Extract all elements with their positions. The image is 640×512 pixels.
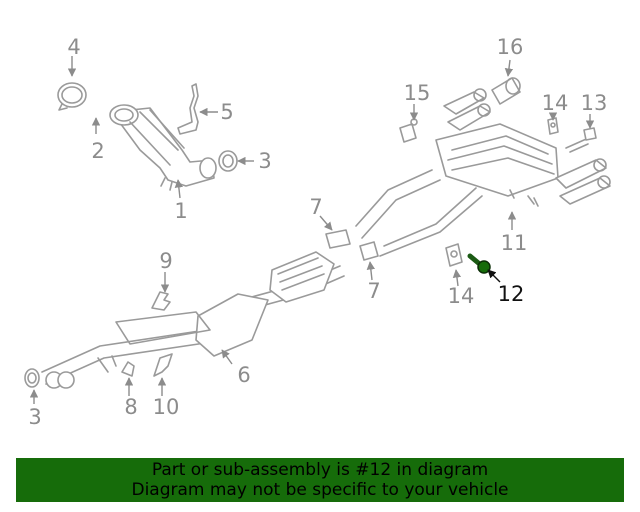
callout-7-lower: 7 [367, 279, 380, 303]
callout-3-top: 3 [258, 149, 271, 173]
part-14-hanger-bottom [445, 243, 463, 267]
part-12-bolt[interactable] [467, 253, 491, 274]
part-7-clamp-lower [359, 241, 379, 261]
diagram-notice-banner: Part or sub-assembly is #12 in diagram D… [16, 458, 624, 502]
leader-12 [487, 269, 501, 283]
leader-7-lower [366, 261, 376, 281]
part-8-hanger [121, 361, 135, 377]
part-13-bracket [565, 127, 597, 153]
part-3-gasket-top [218, 150, 238, 172]
callout-14-top: 14 [542, 91, 569, 115]
part-14-hanger-top [547, 117, 559, 135]
part-5-bracket [177, 83, 199, 135]
part-11-rear-muffler [355, 88, 611, 257]
part-1-catalytic-converter [109, 104, 217, 191]
banner-line-1: Part or sub-assembly is #12 in diagram [151, 460, 489, 480]
callout-1: 1 [174, 199, 187, 223]
callout-16: 16 [497, 35, 524, 59]
leader-1 [174, 179, 184, 199]
callout-3-bottom: 3 [28, 405, 41, 429]
callout-4: 4 [67, 35, 80, 59]
callout-10: 10 [153, 395, 180, 419]
leader-7-upper [319, 215, 333, 231]
part-9-bracket [151, 291, 171, 311]
part-3-gasket-bottom [24, 368, 40, 388]
part-7-clamp-upper [325, 229, 351, 249]
leader-14-bottom [452, 269, 462, 287]
callout-9: 9 [159, 249, 172, 273]
callout-7-upper: 7 [309, 195, 322, 219]
callout-5: 5 [220, 100, 233, 124]
part-15-actuator [399, 118, 418, 143]
banner-line-2: Diagram may not be specific to your vehi… [131, 480, 509, 500]
leader-16 [504, 59, 514, 77]
callout-12[interactable]: 12 [498, 282, 525, 306]
callout-2: 2 [91, 139, 104, 163]
part-6-center-pipe-assembly [41, 251, 345, 389]
part-4-clamp [57, 82, 87, 111]
leader-6 [221, 349, 233, 365]
callout-11: 11 [501, 231, 528, 255]
callout-15: 15 [404, 81, 431, 105]
part-16-tailpipe-tip [491, 77, 521, 105]
callout-8: 8 [124, 395, 137, 419]
callout-6: 6 [237, 363, 250, 387]
callout-14-bottom: 14 [448, 284, 475, 308]
callout-13: 13 [581, 91, 608, 115]
part-10-bracket [153, 353, 173, 377]
